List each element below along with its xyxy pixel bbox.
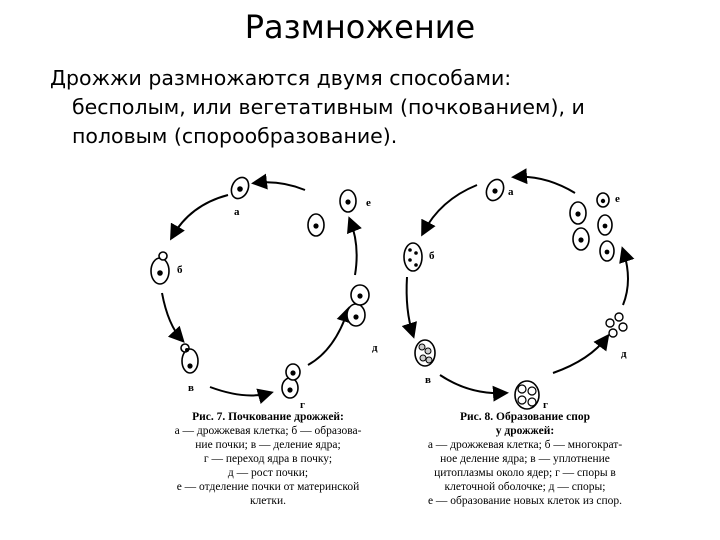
figure7-caption-line: клетки. [249, 495, 287, 507]
label-7b: б [177, 264, 183, 276]
cell-v [414, 339, 436, 367]
label-8g: г [543, 399, 548, 410]
arrow-a-to-b [421, 184, 478, 237]
arrow-v-to-g [209, 386, 274, 404]
arrow-e-to-a [251, 173, 306, 191]
figure8-caption-title: Рис. 8. Образование спор [460, 411, 590, 423]
figure7-caption: Рис. 7. Почкование дрожжей: а — дрожжева… [138, 410, 398, 508]
slide-title: Размножение [244, 8, 476, 46]
figure8-caption-line: е — образование новых клеток из спор. [427, 495, 623, 507]
cell-g [514, 380, 540, 410]
label-8b: б [429, 250, 435, 262]
figure7-caption-title: Рис. 7. Почкование дрожжей: [192, 411, 344, 423]
cell-d [605, 312, 628, 338]
cell-d [346, 284, 370, 327]
arrow-b-to-v [401, 276, 417, 339]
budding-cycle-diagram: а б в г д [150, 173, 378, 411]
arrow-a-to-b [170, 194, 229, 241]
figure8-caption-title-2: у дрожжей: [495, 425, 555, 437]
label-7e: е [366, 197, 371, 209]
cell-a [485, 178, 505, 202]
body-line-3: половым (спорообразование). [72, 124, 398, 148]
arrow-g-to-d [307, 306, 352, 366]
label-8e: е [615, 193, 620, 205]
figure7-caption-line: ние почки; в — деление ядра; [195, 439, 341, 451]
figure8-caption-line: клеточной оболочке; д — споры; [444, 481, 606, 493]
figure-spore-formation: а б в г [395, 165, 655, 540]
figure8-caption-line: ное деление ядра; в — уплотнение [440, 453, 610, 465]
figure7-caption-line: е — отделение почки от материнской [176, 481, 360, 493]
slide-body-text: Дрожжи размножаются двумя способами: бес… [50, 64, 690, 151]
body-line-2: бесполым, или вегетативным (почкованием)… [72, 95, 585, 119]
arrow-e-to-a [511, 168, 576, 194]
figure7-caption-line: а — дрожжевая клетка; б — образова- [174, 425, 362, 437]
cell-b [150, 251, 170, 285]
spore-cycle-diagram: а б в г [401, 168, 635, 411]
label-8v: в [425, 374, 431, 386]
arrow-d-to-e [619, 246, 635, 306]
cell-b [403, 242, 423, 272]
arrow-g-to-d [552, 333, 610, 374]
label-8a: а [508, 186, 514, 198]
label-8d: д [621, 348, 627, 360]
arrow-d-to-e [347, 216, 362, 276]
figure-budding: а б в г д [130, 165, 400, 540]
cell-e [569, 192, 615, 262]
arrow-v-to-g [439, 374, 509, 402]
figure8-caption-line: а — дрожжевая клетка; б — многократ- [427, 439, 623, 451]
figure7-caption-line: д — рост почки; [227, 467, 309, 479]
cell-e [307, 189, 357, 237]
arrow-b-to-v [161, 292, 185, 343]
label-7a: а [234, 206, 240, 218]
figure7-caption-line: г — переход ядра в почку; [203, 453, 333, 465]
label-7g: г [300, 399, 305, 410]
figure8-caption-line: цитоплазмы около ядер; г — споры в [434, 467, 616, 479]
cell-g [281, 363, 301, 399]
label-7d: д [372, 342, 378, 354]
cell-a [230, 176, 250, 200]
figure8-caption: Рис. 8. Образование спор у дрожжей: а — … [395, 410, 655, 508]
label-7v: в [188, 382, 194, 394]
body-line-1: Дрожжи размножаются двумя способами: [50, 66, 512, 90]
cell-v [180, 343, 199, 374]
